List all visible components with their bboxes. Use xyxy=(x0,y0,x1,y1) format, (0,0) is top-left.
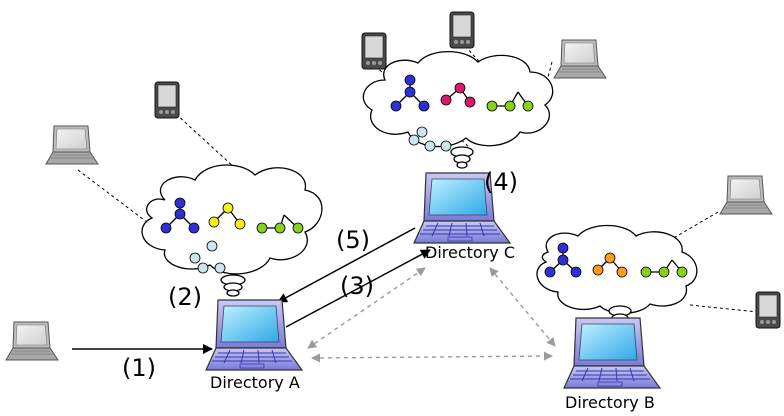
arrow-step-3 xyxy=(285,249,431,328)
pda-icon xyxy=(755,291,781,329)
cloud-directory-c xyxy=(362,51,554,169)
directory-c-label: Directory C xyxy=(425,243,515,262)
laptop-icon xyxy=(5,321,59,361)
laptop-icon xyxy=(45,125,99,165)
directory-b-label: Directory B xyxy=(565,393,655,412)
step-4-label: (4) xyxy=(484,168,518,196)
laptop-icon xyxy=(719,175,773,215)
pda-icon xyxy=(154,81,180,119)
laptop-icon xyxy=(553,39,607,79)
step-3-label: (3) xyxy=(340,272,374,300)
directory-a-label: Directory A xyxy=(210,373,300,392)
cloud-directory-b xyxy=(536,224,698,328)
step-2-label: (2) xyxy=(168,283,202,311)
pda-icon xyxy=(449,11,475,49)
directory-links xyxy=(307,267,556,363)
directory-a-laptop-icon xyxy=(205,299,303,371)
arrow-step-5 xyxy=(277,227,416,303)
query-arrows xyxy=(72,227,431,354)
directory-b-laptop-icon xyxy=(563,317,661,389)
pda-icon xyxy=(361,32,387,70)
step-1-label: (1) xyxy=(122,354,156,382)
step-5-label: (5) xyxy=(336,226,370,254)
cloud-directory-a xyxy=(141,164,323,297)
